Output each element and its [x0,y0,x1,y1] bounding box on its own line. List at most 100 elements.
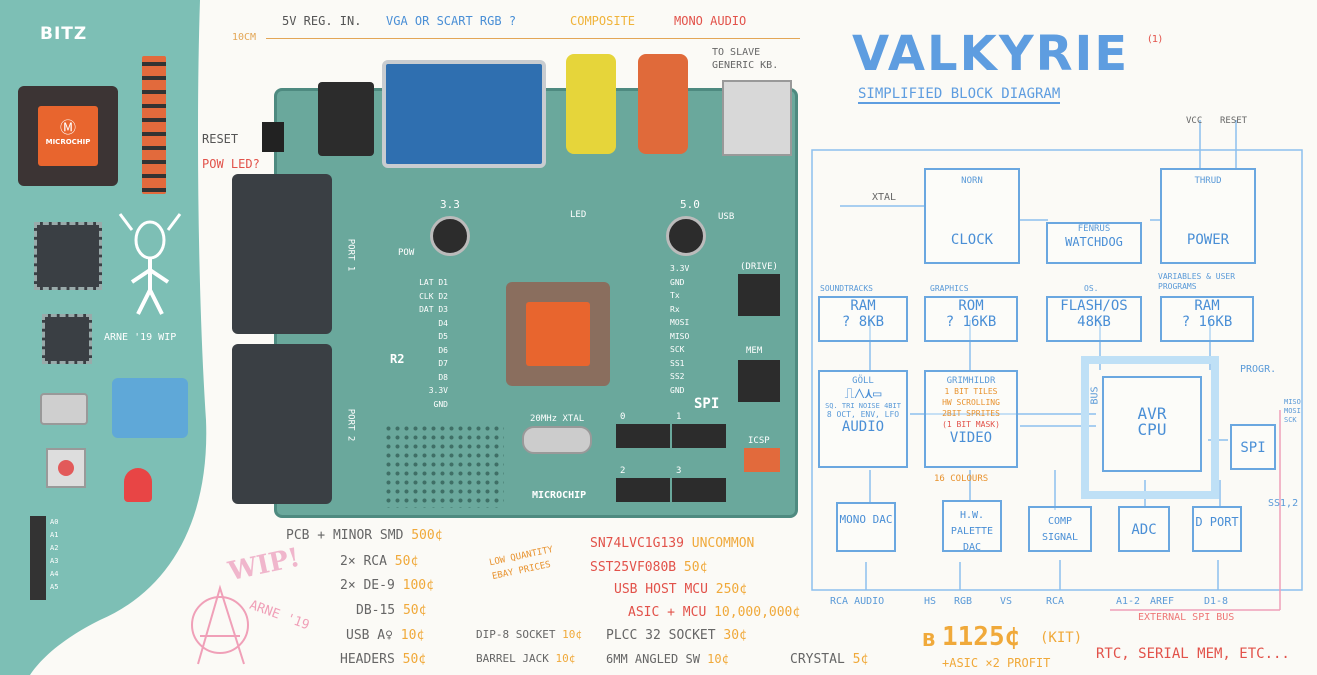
audio-block: GÖLL ⎍⋀⋏▭ SQ. TRI NOISE 4BIT 8 OCT, ENV,… [818,370,908,468]
rca-red [638,54,688,154]
cost-row: PLCC 32 SOCKET 30¢ [606,628,747,643]
audio-label: AUDIO [841,419,885,435]
cost-row: SN74LVC1G139 UNCOMMON [590,536,754,551]
usb-micro-connector [40,393,88,425]
palette-label: H.W. PALETTE DAC [950,510,994,553]
output-label: AREF [1150,596,1175,607]
header-pin: A5 [50,583,59,591]
ram16-caption: VARIABLES & USER PROGRAMS [1158,272,1236,291]
bitz-title: BITZ [40,24,88,44]
power-label: POWER [1186,232,1230,248]
power-block: THRUD POWER [1160,168,1256,264]
flash-size: 48KB [1077,314,1111,330]
ram16-size: ? 16KB [1181,314,1233,330]
rom16-label: ROM [958,298,984,314]
cost-row: DIP-8 SOCKET 10¢ [476,628,582,641]
icsp-label: ICSP [748,436,770,446]
left-pin-labels: LAT D1 CLK D2 DAT D3 D4 D5 D6 D7 D8 3.3V… [412,276,448,411]
jumper-block-3 [672,478,726,502]
ram8-size: ? 8KB [841,314,885,330]
pin-label: 3.3V [428,386,448,395]
scale-label: 10CM [232,32,257,43]
ram8-block: RAM ? 8KB [818,296,908,342]
cost-price: 30¢ [723,628,747,643]
pin-header-small [30,516,46,600]
icsp-header [744,448,780,472]
dport-label: D PORT [1195,515,1239,529]
cost-item: HEADERS [340,652,395,667]
spi-label: SPI [1240,440,1266,456]
cost-price: 10¢ [555,652,576,665]
audio-notes: SQ. TRI NOISE 4BIT [825,402,901,410]
diagram-subtitle: SIMPLIFIED BLOCK DIAGRAM [858,86,1061,104]
progr-label: PROGR. [1240,364,1277,375]
pin-label: SCK [670,345,685,354]
vcc-note: VCC [1186,116,1203,126]
bus-label: BUS [1089,386,1101,405]
comp-block: COMP SIGNAL [1028,506,1092,552]
pow-label: POW [398,248,415,258]
adc-block: ADC [1118,506,1170,552]
spi-pins: MISO MOSI SCK [1284,398,1301,425]
pin-label: D7 [438,359,448,368]
pin-header-labels: A0 A1 A2 A3 A4 A5 [50,516,58,594]
cost-price: 100¢ [402,578,434,593]
waveform-icon: ⎍⋀⋏▭ [844,386,882,402]
spi-pin: MISO [1284,398,1301,406]
audio-label: MONO AUDIO [674,14,747,28]
mem-label: MEM [746,346,763,356]
rca-yellow [566,54,616,154]
spi-block: SPI [1230,424,1276,470]
diagram-title: VALKYRIE [852,26,1130,82]
watchdog-block: FENRUS WATCHDOG [1046,222,1142,264]
ram16-label: RAM [1194,298,1220,314]
reset-note: RESET [1220,116,1248,126]
pin-label: DAT D3 [419,305,448,314]
pin-label: GND [670,277,685,287]
cost-row: DB-15 50¢ [356,603,426,618]
clock-label: CLOCK [950,232,994,248]
pin-label: D8 [438,372,448,382]
chip-logo-icon: Ⓜ [59,118,76,137]
dport-block: D PORT [1192,506,1242,552]
diagram-wires [811,120,1303,611]
video-note: HW SCROLLING [942,398,1000,407]
cost-price: 50¢ [402,603,427,618]
cost-price: 250¢ [715,582,748,597]
pin-label: MISO [670,331,690,341]
header-pin: A0 [50,518,59,526]
barrel-jack [318,82,374,156]
crystal-label: 20MHz XTAL [530,414,585,424]
cost-item: BARREL JACK [476,652,549,665]
main-chip-socket [506,282,610,386]
powled-label: POW LED? [202,157,260,171]
cost-price: 10¢ [707,652,729,666]
tact-button [46,448,86,488]
flash-label: FLASH/OS [1060,298,1128,314]
cost-item: 2× RCA [340,554,387,569]
header-pin: A4 [50,570,59,578]
cost-price: 50¢ [683,560,708,575]
scale-line [266,38,800,39]
spi-pin: MOSI [1284,407,1301,415]
spi-pin: SCK [1284,416,1297,424]
power-label: 5V REG. IN. [282,14,362,28]
video-notes: 1 BIT TILES HW SCROLLING 2BIT SPRITES (1… [926,386,1016,430]
video-note: (1 BIT MASK) [942,420,1000,429]
cost-row: BARREL JACK 10¢ [476,652,575,665]
cost-item: USB A♀ [346,628,393,643]
output-label: A1-2 [1116,596,1141,607]
crystal [522,426,592,454]
drive-label: (DRIVE) [740,262,778,272]
cost-price: 50¢ [394,554,419,569]
usb-label: USB [718,212,735,222]
jp-label: 3 [676,466,682,476]
anarchy-signature-icon [191,584,249,665]
pin-label: LAT D1 [419,278,448,287]
cost-row: SST25VF080B 50¢ [590,560,707,575]
output-label: RGB [954,596,973,607]
vga-connector [382,60,546,168]
cost-row: USB HOST MCU 250¢ [614,582,747,597]
composite-label: COMPOSITE [570,14,636,28]
pin-label: GND [670,385,685,395]
